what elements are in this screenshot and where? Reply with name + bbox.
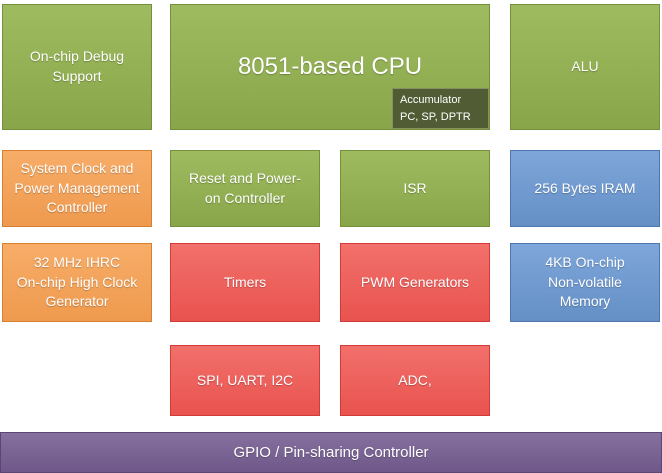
block-timers: Timers: [170, 243, 320, 322]
block-iram: 256 Bytes IRAM: [510, 150, 660, 227]
block-reset-power-on-controller: Reset and Power- on Controller: [170, 150, 320, 227]
cpu-label: 8051-based CPU: [237, 53, 423, 81]
cpu-registers-box: Accumulator PC, SP, DPTR: [392, 88, 489, 129]
block-pwm-generators: PWM Generators: [340, 243, 490, 322]
block-ihrc-clock-generator: 32 MHz IHRC On-chip High Clock Generator: [2, 243, 152, 322]
block-isr: ISR: [340, 150, 490, 227]
block-onchip-debug-support: On-chip Debug Support: [2, 4, 152, 130]
block-8051-cpu: 8051-based CPU Accumulator PC, SP, DPTR: [170, 4, 490, 130]
block-alu: ALU: [510, 4, 660, 130]
block-system-clock-power-management: System Clock and Power Management Contro…: [2, 150, 152, 227]
block-spi-uart-i2c: SPI, UART, I2C: [170, 345, 320, 416]
block-nonvolatile-memory: 4KB On-chip Non-volatile Memory: [510, 243, 660, 322]
block-adc: ADC,: [340, 345, 490, 416]
block-gpio-pin-sharing-controller: GPIO / Pin-sharing Controller: [0, 432, 662, 473]
